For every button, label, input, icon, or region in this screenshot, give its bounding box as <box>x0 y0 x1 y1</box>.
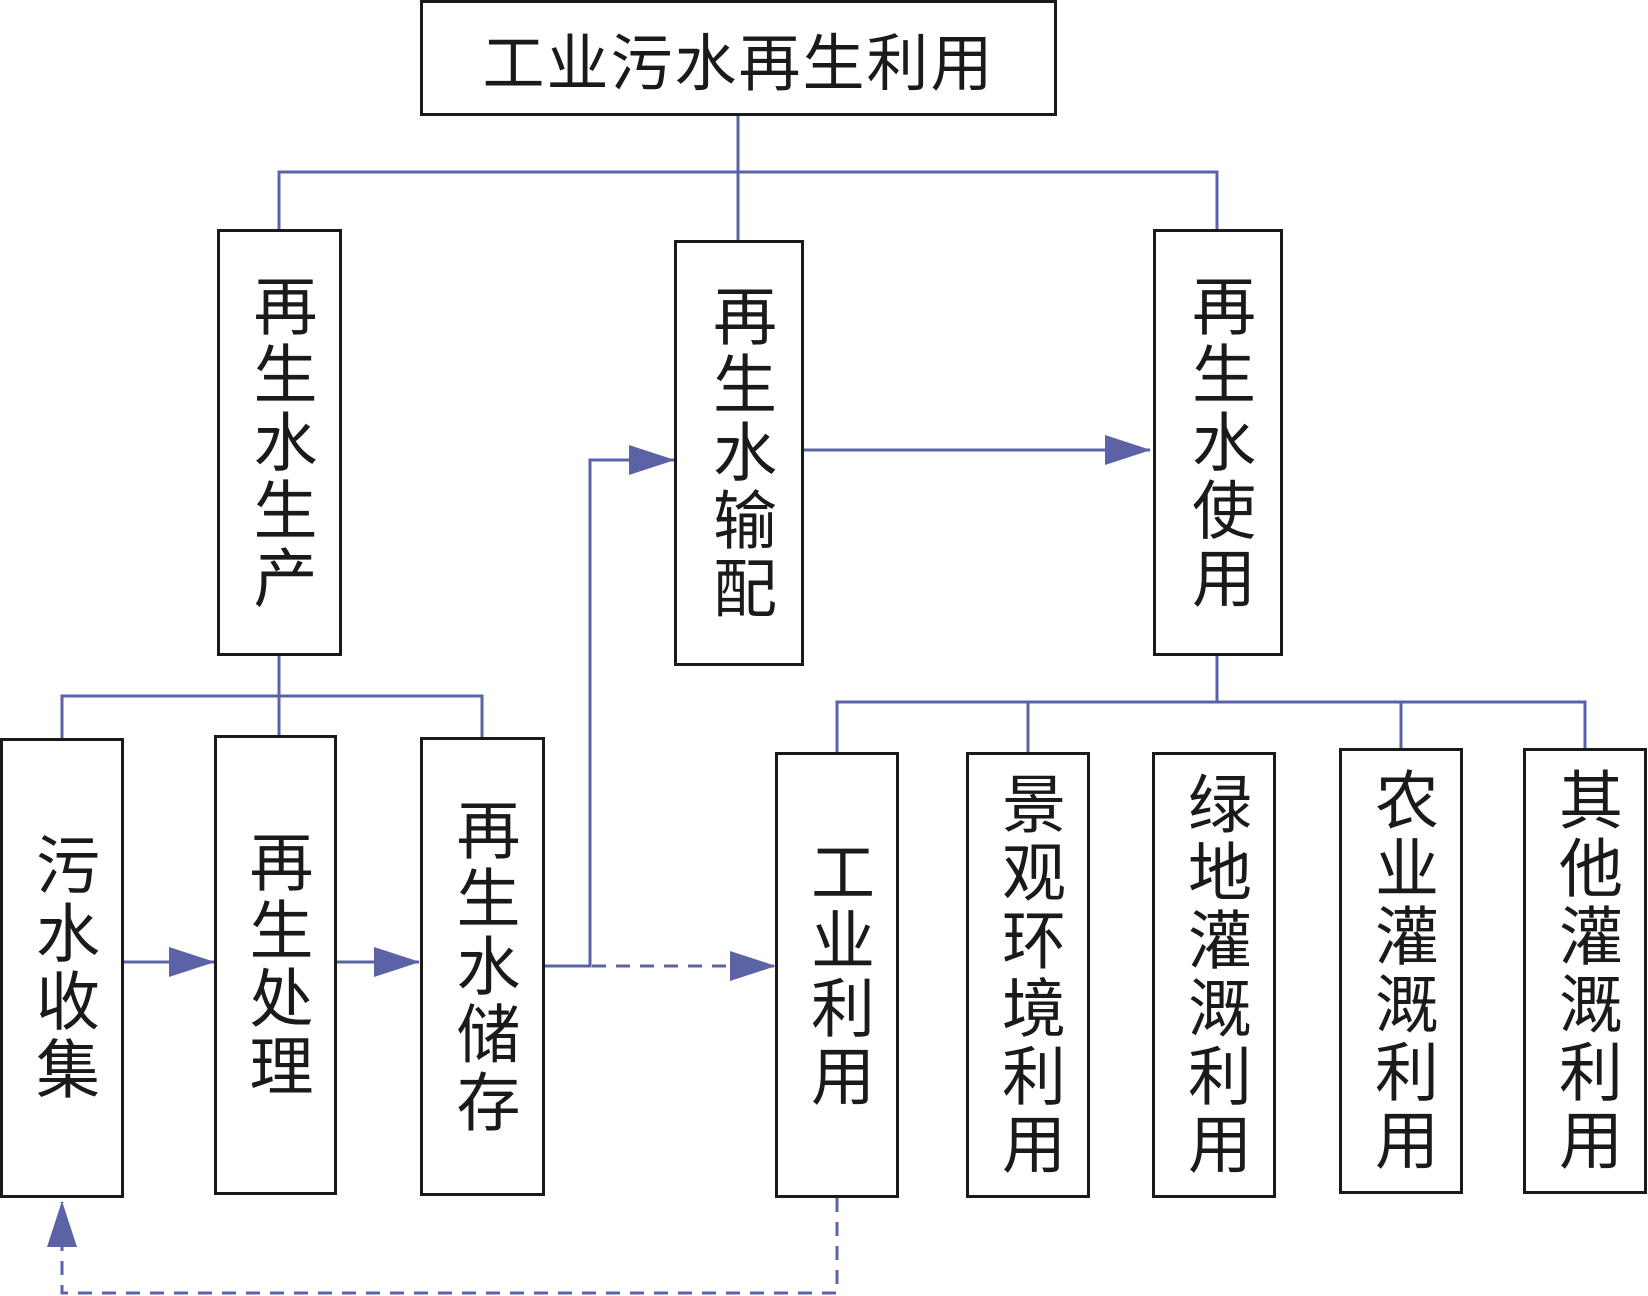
stage-bus-line <box>277 170 1219 230</box>
root-box: 工业污水再生利用 <box>420 0 1057 116</box>
use-other-box: 其他灌溉利用 <box>1523 748 1647 1194</box>
use-green-label: 绿地灌溉利用 <box>1177 771 1251 1179</box>
uses-bus-line <box>835 700 1587 752</box>
step-storage-box: 再生水储存 <box>420 737 545 1196</box>
use-green-box: 绿地灌溉利用 <box>1152 752 1276 1198</box>
use-landscape-label: 景观环境利用 <box>991 771 1065 1179</box>
stage-production-label: 再生水生产 <box>242 272 317 613</box>
dashed-arrow-industrial-to-collection <box>47 1198 839 1295</box>
use-landscape-box: 景观环境利用 <box>966 752 1090 1198</box>
use-other-label: 其他灌溉利用 <box>1548 767 1622 1175</box>
step-collection-box: 污水收集 <box>0 738 124 1198</box>
step-storage-label: 再生水储存 <box>445 796 520 1137</box>
stage-production-box: 再生水生产 <box>217 229 342 656</box>
use-agriculture-label: 农业灌溉利用 <box>1364 767 1438 1175</box>
stage-distribution-box: 再生水输配 <box>674 240 804 666</box>
stage-usage-label: 再生水使用 <box>1181 272 1255 613</box>
root-label: 工业污水再生利用 <box>482 27 995 100</box>
use-agriculture-box: 农业灌溉利用 <box>1339 748 1463 1194</box>
use-industrial-label: 工业利用 <box>800 839 874 1111</box>
production-bus-line <box>60 694 484 738</box>
arrow-storage-to-distribution <box>545 445 675 968</box>
step-treatment-label: 再生处理 <box>238 829 313 1101</box>
step-treatment-box: 再生处理 <box>214 735 337 1195</box>
use-industrial-box: 工业利用 <box>775 752 899 1198</box>
step-collection-label: 污水收集 <box>25 832 99 1104</box>
stage-distribution-label: 再生水输配 <box>702 283 776 623</box>
stage-usage-box: 再生水使用 <box>1153 229 1283 656</box>
